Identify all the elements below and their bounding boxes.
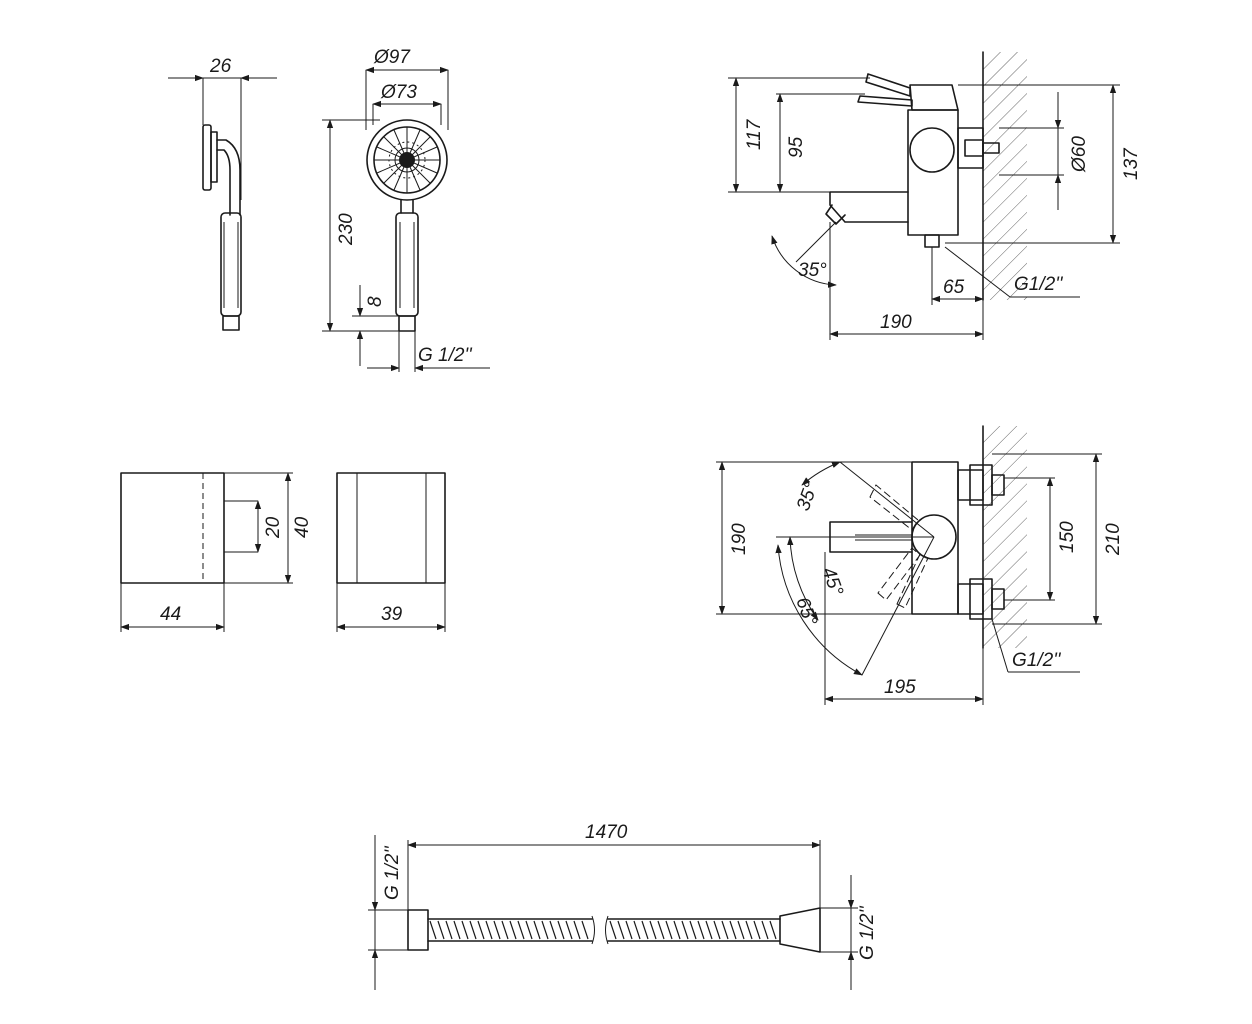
holder-front-view: 39 <box>336 472 446 632</box>
handshower-side-view: 26 <box>168 56 277 331</box>
mixer-side-view: 117 95 Ø60 137 35° 65 G1/2'' 190 <box>728 51 1142 340</box>
handshower-thread-label: G 1/2'' <box>418 345 473 366</box>
holder-width-label: 39 <box>381 604 403 625</box>
spray-face <box>374 127 440 193</box>
handshower-front-view: Ø97 Ø73 230 <box>322 47 490 372</box>
mixer-top-thread-label: G1/2'' <box>1012 650 1062 671</box>
hose-coil <box>429 920 777 940</box>
mixer-height-wall-label: 137 <box>1121 147 1142 180</box>
holder-depth-label: 44 <box>160 604 181 625</box>
hose-length-label: 1470 <box>585 822 628 843</box>
mixer-top-depth-label: 195 <box>884 677 916 698</box>
mixer-side-depth-label: 190 <box>880 312 912 333</box>
thread-length-label: 8 <box>365 296 386 307</box>
holder-height-label: 40 <box>292 516 313 538</box>
mixer-side-thread-label: G1/2'' <box>1014 274 1064 295</box>
mixer-thread-offset-label: 65 <box>943 277 965 298</box>
mixer-spacing-label: 150 <box>1057 521 1078 553</box>
mixer-height-total-label: 117 <box>744 118 765 150</box>
holder-side-view: 20 40 44 <box>120 472 313 632</box>
mixer-top-angle-c-label: 65° <box>791 595 821 630</box>
mixer-side-angle-label: 35° <box>798 260 827 281</box>
mixer-height-axis-label: 95 <box>786 136 807 158</box>
mixer-top-length-label: 190 <box>729 523 750 555</box>
head-outer-diameter-label: Ø97 <box>373 47 411 68</box>
hose-right-thread-label: G 1/2'' <box>857 905 878 960</box>
handshower-length-label: 230 <box>336 213 357 246</box>
mixer-diameter-label: Ø60 <box>1069 136 1090 173</box>
hose-left-thread-label: G 1/2'' <box>382 845 403 900</box>
head-inner-diameter-label: Ø73 <box>380 82 417 103</box>
mixer-top-angle-b-label: 45° <box>817 565 847 600</box>
mixer-top-view: 190 35° 45° 65° 150 210 G1/2'' 195 <box>716 425 1124 705</box>
mixer-width-label: 210 <box>1103 523 1124 556</box>
holder-inner-height-label: 20 <box>263 516 284 539</box>
handshower-side-width-label: 26 <box>209 56 232 77</box>
hose-view: 1470 G 1/2'' G 1/2'' <box>368 822 878 990</box>
mixer-top-angle-a-label: 35° <box>793 479 823 514</box>
